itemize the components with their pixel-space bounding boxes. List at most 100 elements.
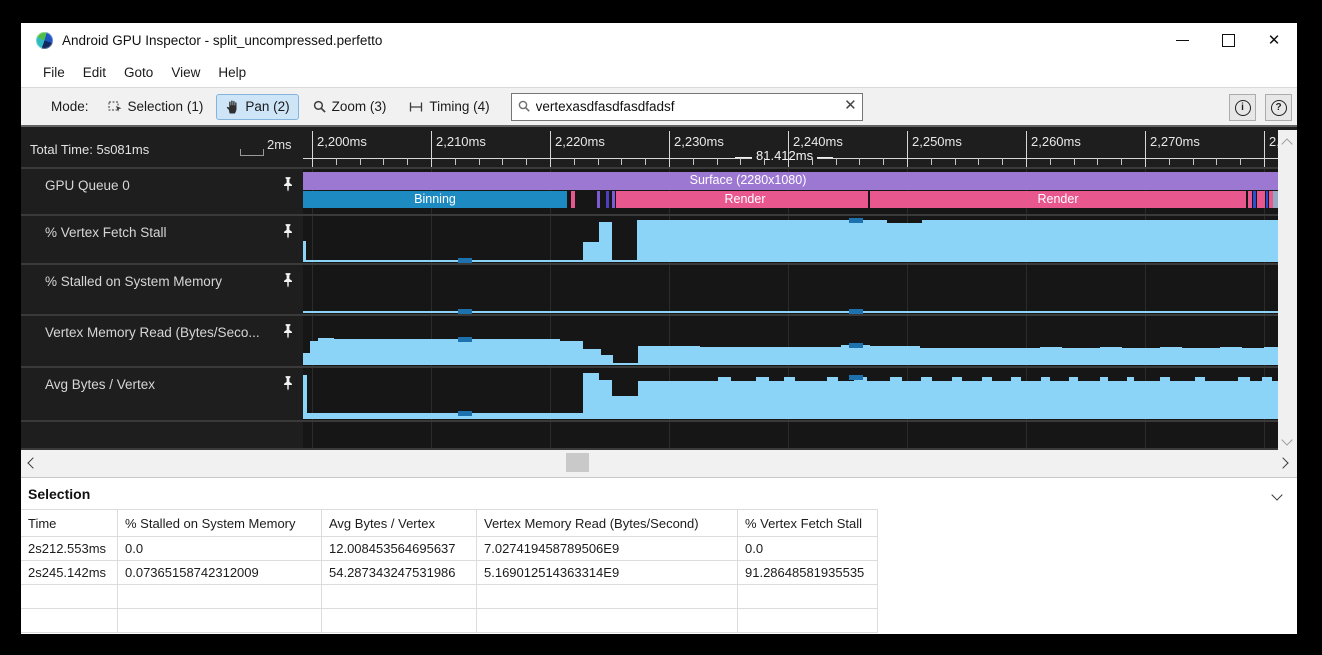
chart-gridline [669, 265, 670, 314]
scrollbar-thumb[interactable] [566, 453, 589, 472]
table-header-row-cell: Avg Bytes / Vertex [322, 510, 477, 536]
counter-area-segment [1250, 381, 1262, 419]
track-chart-% Vertex Fetch Stall[interactable] [303, 216, 1278, 263]
slice-surface[interactable]: Surface (2280x1080) [303, 172, 1278, 190]
selected-point-marker[interactable] [458, 411, 472, 416]
ruler-major-tick [1026, 131, 1027, 167]
pin-icon[interactable] [282, 375, 295, 391]
title-bar: Android GPU Inspector - split_uncompress… [21, 23, 1297, 57]
slice-render[interactable]: Render [870, 191, 1246, 208]
scale-label: 2ms [267, 137, 292, 152]
slice-thin[interactable] [612, 191, 615, 208]
counter-area-segment [700, 347, 841, 365]
ruler-minor-tick [360, 158, 361, 165]
selected-point-marker[interactable] [458, 309, 472, 314]
scroll-left-icon[interactable] [27, 457, 39, 469]
pin-icon[interactable] [282, 272, 295, 288]
slice-thin[interactable] [571, 191, 575, 208]
slice-render[interactable]: Render [616, 191, 868, 208]
selection-panel-title: Selection [28, 486, 91, 502]
counter-area-segment [599, 222, 612, 262]
slice-label: Render [724, 191, 766, 206]
counter-area-segment [1100, 347, 1122, 365]
track-chart-Avg Bytes / Vertex[interactable] [303, 368, 1278, 420]
clear-search-icon[interactable]: ✕ [844, 96, 857, 114]
minimize-button[interactable] [1159, 23, 1205, 57]
pin-icon[interactable] [282, 323, 295, 339]
slice-thin[interactable] [597, 191, 600, 208]
ruler-minor-tick [1240, 158, 1241, 165]
track-label-% Stalled on System Memory[interactable]: % Stalled on System Memory [21, 265, 302, 314]
slice-thin[interactable] [1257, 191, 1265, 208]
ruler-major-tick [907, 131, 908, 167]
counter-area-segment [1069, 377, 1078, 419]
track-label-Vertex Memory Read (Bytes/Seco...[interactable]: Vertex Memory Read (Bytes/Seco... [21, 316, 302, 366]
selected-point-marker[interactable] [458, 258, 472, 263]
help-button[interactable]: ? [1265, 94, 1292, 121]
track-label-GPU Queue 0[interactable]: GPU Queue 0 [21, 169, 302, 214]
track-chart-Vertex Memory Read (Bytes/Seco...[interactable] [303, 316, 1278, 366]
counter-area-segment [303, 353, 310, 365]
track-label-% Vertex Fetch Stall[interactable]: % Vertex Fetch Stall [21, 216, 302, 263]
chart-gridline [550, 265, 551, 314]
selected-point-marker[interactable] [849, 343, 863, 348]
counter-area-segment [962, 381, 982, 419]
scroll-down-icon[interactable] [1281, 434, 1293, 446]
slice-binning[interactable]: Binning [303, 191, 567, 208]
slice-thin[interactable] [1266, 191, 1268, 208]
slice-thin[interactable] [1269, 191, 1273, 208]
selected-point-marker[interactable] [458, 337, 472, 342]
info-button[interactable]: i [1229, 94, 1256, 121]
counter-area-segment [1170, 381, 1195, 419]
total-time-label: Total Time: 5s081ms [30, 142, 150, 157]
scroll-right-icon[interactable] [1277, 457, 1289, 469]
counter-area-segment [303, 311, 1278, 313]
search-box: ✕ [510, 92, 863, 121]
menu-item-edit[interactable]: Edit [82, 64, 107, 80]
chart-gridline [431, 368, 432, 420]
slice-thin[interactable] [1253, 191, 1256, 208]
mode-button-pan[interactable]: Pan (2) [216, 93, 299, 120]
table-empty-row-cell [322, 609, 477, 632]
slice-thin[interactable] [1248, 191, 1252, 208]
pin-icon[interactable] [282, 176, 295, 192]
maximize-button[interactable] [1205, 23, 1251, 57]
track-chart-% Stalled on System Memory[interactable] [303, 265, 1278, 314]
counter-area-segment [334, 339, 560, 365]
ruler-tick-label: 2,260ms [1031, 134, 1081, 149]
mode-button-selection[interactable]: Selection (1) [99, 94, 213, 119]
ruler-minor-tick [836, 158, 837, 165]
table-empty-row-cell [118, 585, 322, 608]
table-row-cell: 91.28648581935535 [738, 561, 878, 584]
scroll-up-icon[interactable] [1281, 138, 1293, 150]
mode-label: Mode: [51, 99, 89, 114]
collapse-panel-icon[interactable] [1271, 489, 1283, 501]
counter-area-segment [599, 380, 612, 419]
chart-gridline [431, 422, 432, 448]
ruler-major-tick [669, 131, 670, 167]
slice-thin[interactable] [1273, 191, 1278, 208]
menu-item-file[interactable]: File [43, 64, 65, 80]
mode-button-timing[interactable]: Timing (4) [399, 94, 498, 119]
horizontal-scrollbar[interactable] [21, 448, 1297, 477]
vertical-scrollbar[interactable] [1278, 130, 1297, 450]
slice-surface-label: Surface (2280x1080) [689, 173, 807, 187]
mode-button-zoom[interactable]: Zoom (3) [303, 94, 396, 119]
selected-point-marker[interactable] [849, 309, 863, 314]
track-chart-GPU Queue 0[interactable]: Surface (2280x1080) Binning Render Render [303, 169, 1278, 214]
menu-item-help[interactable]: Help [218, 64, 247, 80]
pin-icon[interactable] [282, 223, 295, 239]
search-input[interactable] [533, 93, 838, 120]
track-label-Avg Bytes / Vertex[interactable]: Avg Bytes / Vertex [21, 368, 302, 420]
selected-point-marker[interactable] [849, 375, 863, 380]
counter-area-segment [1160, 347, 1182, 365]
menu-item-goto[interactable]: Goto [124, 64, 154, 80]
measurement-label: 81.412ms [752, 148, 818, 163]
close-button[interactable]: ✕ [1251, 23, 1297, 57]
menu-item-view[interactable]: View [171, 64, 201, 80]
selected-point-marker[interactable] [849, 218, 863, 223]
slice-thin[interactable] [606, 191, 609, 208]
track-chart-empty[interactable] [303, 422, 1278, 448]
ruler-minor-tick [1216, 158, 1217, 165]
